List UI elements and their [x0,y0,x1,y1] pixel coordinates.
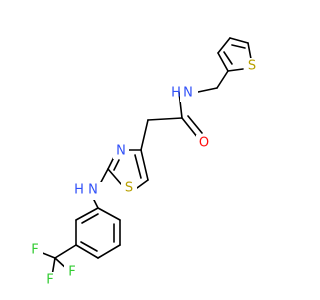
fluorine-2-atom: F [64,264,80,280]
molecule-structure: S N H O N S N H F F [27,37,260,288]
fluorine-1-label: F [31,243,38,258]
fluorine-1-atom: F [27,242,43,258]
fluorine-2-label: F [68,265,75,280]
bond-ch2-nh [197,87,218,93]
bond-thiazole-c2-n-double [113,159,120,171]
amide-nitrogen-label: N [183,86,193,101]
fluorine-3-atom: F [42,272,58,288]
amine-nitrogen-atom: N H [74,182,102,200]
bond-benzene-c6-c1 [75,207,99,221]
bond-thiophene-c2-c3 [217,52,229,72]
bond-ch2-thiophene [216,70,229,89]
bond-benzene-c4-c5-double [80,241,98,252]
bonds [39,37,252,277]
molecule-canvas: S N H O N S N H F F [27,37,260,288]
bond-thiophene-c3-c4 [217,37,231,54]
bond-thiazole-s-c2 [107,168,122,185]
bond-thiazole-c5-s [136,179,149,189]
thiophene-sulfur-label: S [248,59,256,74]
bond-benzene-c4-c5 [75,244,99,259]
bond-benzene-c6-c1-double [81,213,99,224]
bond-carbonyl-o-double [187,115,203,134]
bond-thiazole-c4-c5-double [134,154,142,179]
thiazole-sulfur-atom: S [121,180,137,196]
carbonyl-oxygen-label: O [199,136,209,151]
amide-nitrogen-atom: N H [171,84,198,102]
thiophene-sulfur-atom: S [244,58,260,74]
bond-thiophene-c5-s [247,42,252,60]
thiazole-nitrogen-atom: N [113,143,129,159]
bond-thiazole-nh [99,168,109,185]
bond-thiophene-c4-c5-double [231,44,246,49]
bond-benzene-cf3 [54,244,77,259]
bond-carbonyl-o [181,117,199,139]
thiazole-nitrogen-label: N [116,144,126,159]
fluorine-3-label: F [46,273,53,288]
amine-nitrogen-label: N [88,183,98,198]
atom-labels: S N H O N S N H F F [27,58,260,288]
bond-ch2-thiazole [140,119,149,151]
bond-thiophene-c4-c5 [229,37,249,44]
bond-thiophene-c2-c3-double [223,51,233,65]
thiazole-sulfur-label: S [125,181,133,196]
amide-hydrogen-label: H [171,86,181,101]
bond-benzene-c3-c4 [97,244,121,259]
amine-hydrogen-label: H [74,183,84,198]
bond-benzene-c1-c2 [97,207,121,221]
carbonyl-oxygen-atom: O [196,135,212,151]
bond-thiazole-c4-c5 [140,149,149,181]
bond-nh-carbonyl [178,91,183,119]
bond-thiophene-s-c2 [227,68,244,72]
bond-carbonyl-ch2 [147,117,183,121]
